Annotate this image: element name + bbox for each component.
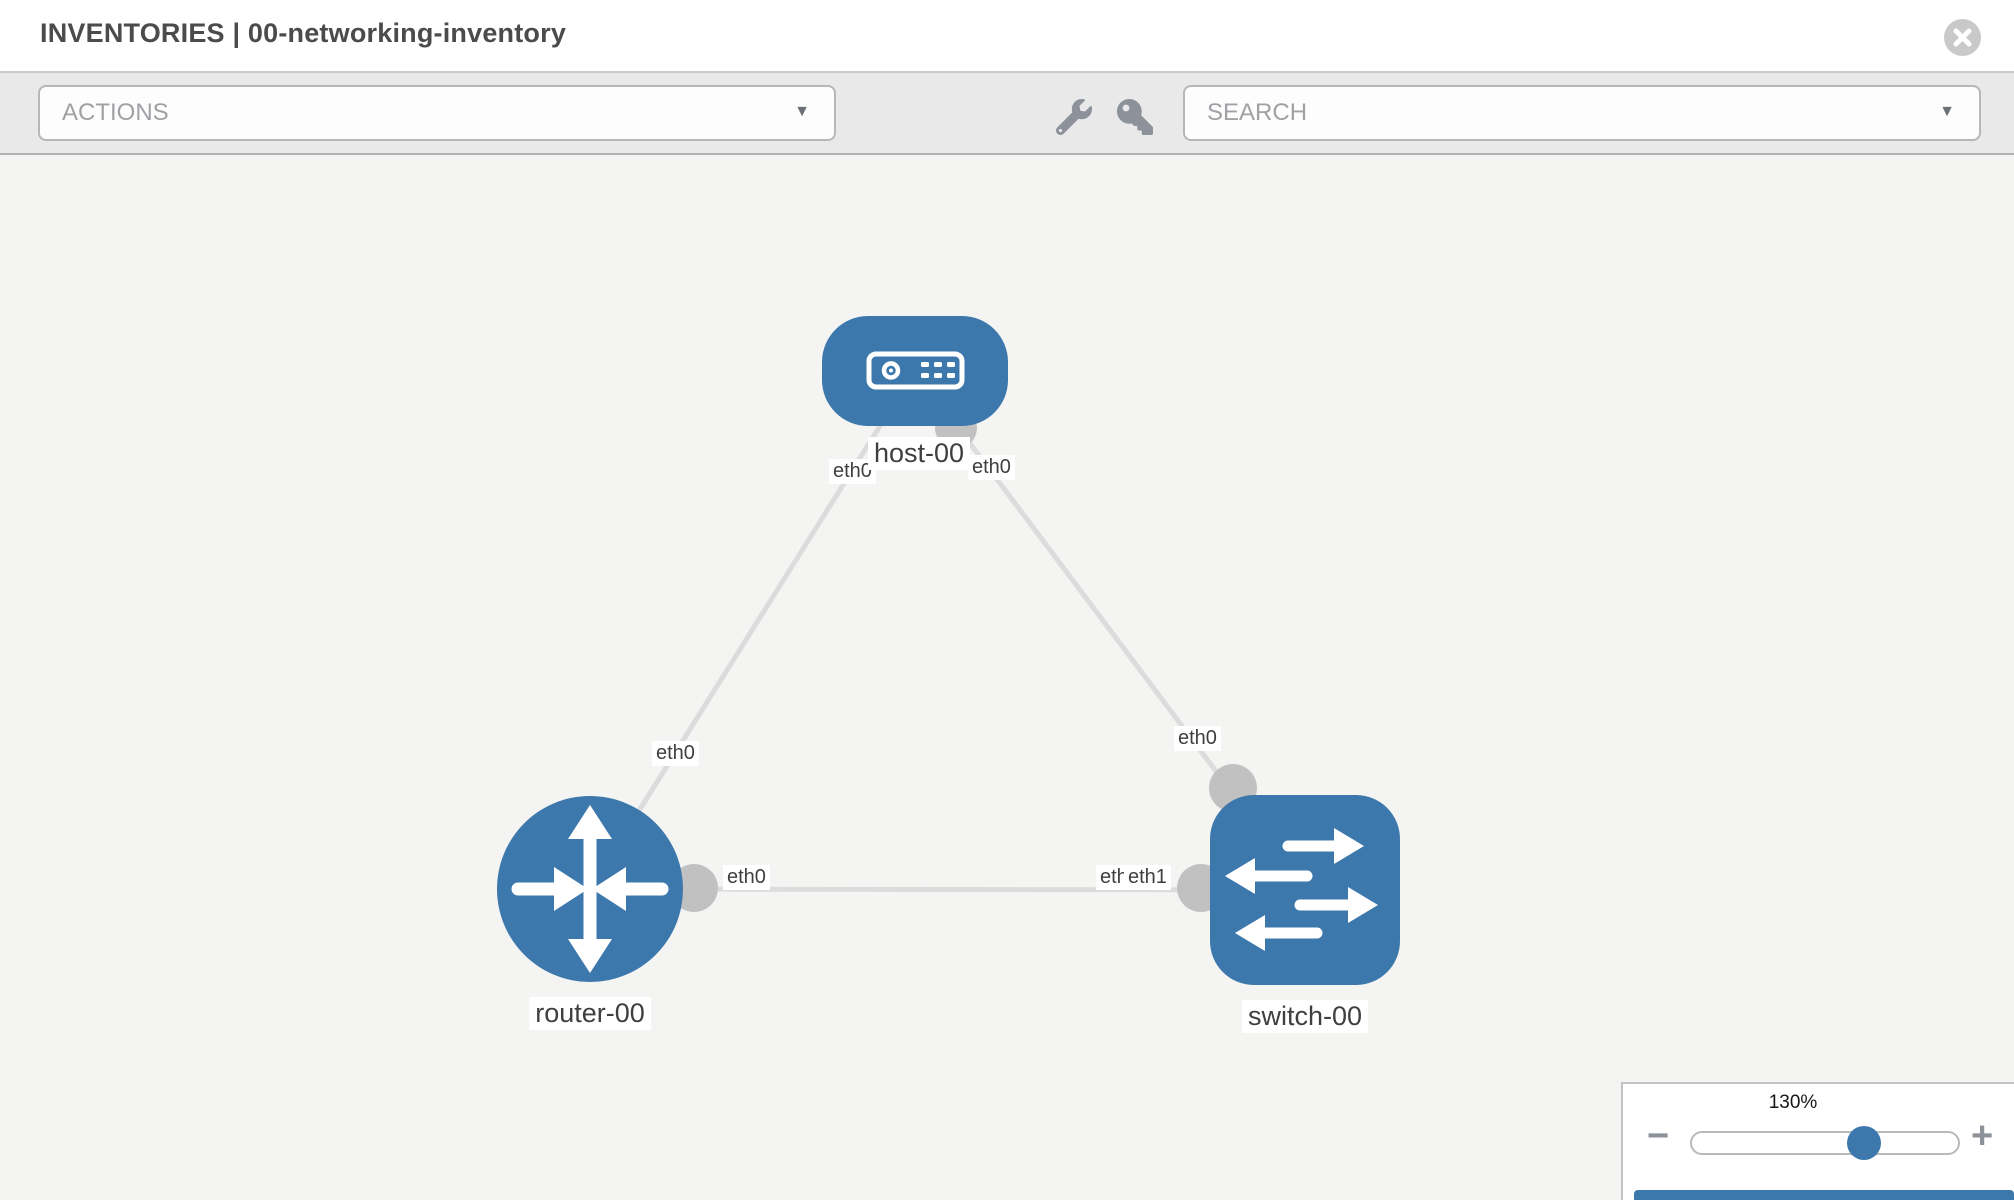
close-icon [1953, 28, 1972, 47]
zoom-slider-track[interactable] [1690, 1131, 1960, 1155]
link-host-router [587, 368, 918, 891]
topology-graph [497, 316, 1400, 985]
bottom-panel-edge [1634, 1190, 2014, 1200]
node-label-switch-00: switch-00 [1241, 1000, 1369, 1034]
zoom-control-panel: 130% − + [1621, 1082, 2014, 1200]
zoom-out-button[interactable]: − [1647, 1115, 1670, 1157]
node-label-router-00: router-00 [529, 997, 651, 1031]
header: INVENTORIES | 00-networking-inventory [0, 0, 2014, 71]
host-icon [866, 351, 965, 390]
key-icon[interactable] [1117, 99, 1153, 135]
toolbar: ACTIONS ▼ SEARCH ▼ [0, 71, 2014, 155]
port-label: eth0 [1174, 726, 1221, 751]
close-button[interactable] [1944, 19, 1981, 56]
topology-canvas[interactable]: eth0 host-00 eth0 eth0 eth0 eth0 eth0 et… [0, 155, 2014, 1200]
zoom-in-button[interactable]: + [1971, 1115, 1994, 1157]
node-host-00[interactable] [822, 316, 1008, 426]
actions-dropdown[interactable]: ACTIONS ▼ [38, 85, 836, 141]
port-label: eth0 [723, 865, 770, 890]
node-switch-00[interactable] [1210, 795, 1400, 985]
chevron-down-icon: ▼ [794, 103, 810, 120]
router-icon [511, 805, 669, 973]
port-label: eth0 [968, 455, 1015, 480]
node-label-host-00: host-00 [868, 437, 971, 471]
zoom-percentage: 130% [1768, 1092, 1818, 1113]
wrench-icon[interactable] [1056, 99, 1092, 135]
search-placeholder: SEARCH [1207, 99, 1308, 126]
ports-layer [670, 407, 1257, 912]
port-label: eth0 [652, 741, 699, 766]
node-router-00[interactable] [497, 796, 683, 982]
actions-dropdown-label: ACTIONS [62, 99, 169, 126]
search-dropdown[interactable]: SEARCH ▼ [1183, 85, 1981, 141]
switch-icon [1225, 828, 1378, 951]
zoom-slider-handle[interactable] [1847, 1126, 1881, 1160]
port-label: eth1 [1124, 865, 1171, 890]
page-title: INVENTORIES | 00-networking-inventory [40, 18, 567, 48]
chevron-down-icon: ▼ [1939, 103, 1955, 120]
